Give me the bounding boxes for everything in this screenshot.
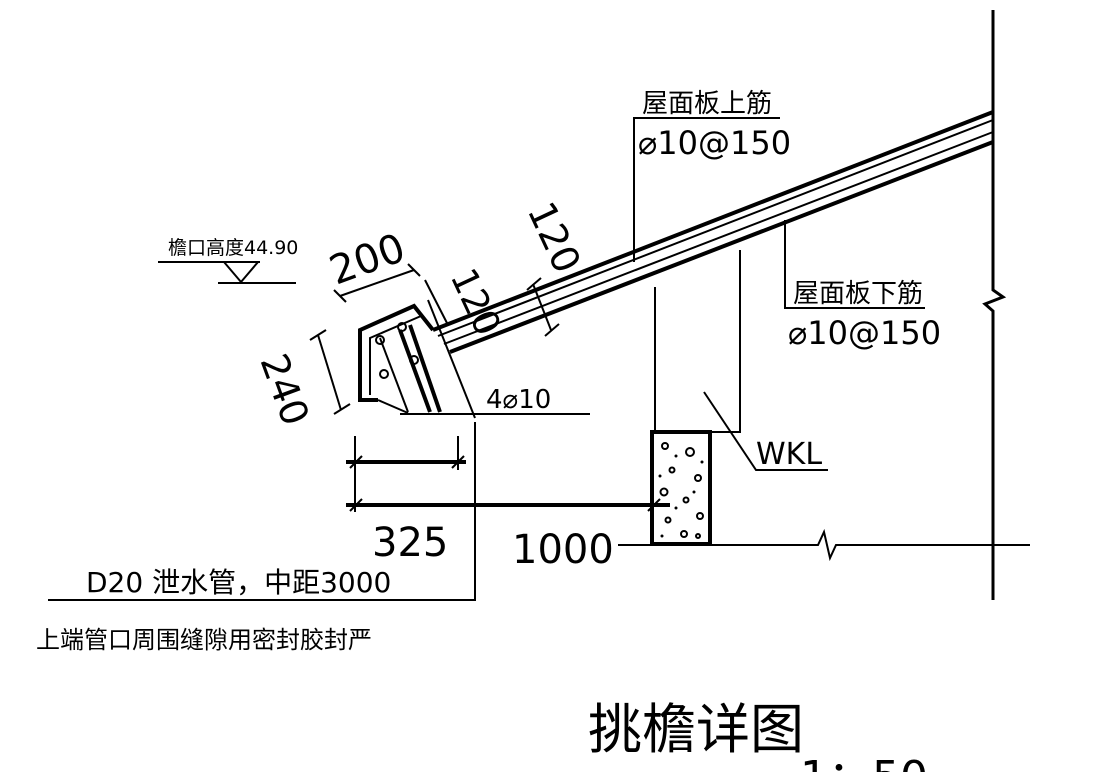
wall-line [982, 10, 1007, 600]
dim-200-text: 200 [324, 225, 411, 294]
dim-325-text: 325 [372, 520, 448, 566]
dim-120-slab-line [526, 277, 560, 337]
sealant-note: 上端管口周围缝隙用密封胶封严 [36, 626, 372, 654]
rebar-4phi10-label: 4⌀10 [486, 385, 551, 415]
eave-rebar [375, 299, 476, 419]
drain-pipe-leader [48, 422, 476, 601]
drawing-title: 挑檐详图 [588, 698, 804, 761]
dim-1000-text: 1000 [512, 527, 614, 573]
floor-line [618, 528, 1030, 562]
eave-height-label: 檐口高度44.90 [168, 237, 298, 259]
dim-240-text: 240 [252, 348, 318, 431]
bottom-rebar-leader [784, 220, 925, 309]
dim-120-slab-text: 120 [519, 195, 590, 279]
beam-label: WKL [756, 437, 822, 472]
dim-240-line [309, 329, 351, 415]
dim-1000-line [346, 498, 670, 512]
beam-outline [654, 250, 741, 433]
elevation-marker [158, 261, 296, 284]
top-rebar-leader [633, 117, 780, 262]
top-rebar-title: 屋面板上筋 [642, 89, 772, 119]
dim-120-edge-line [424, 279, 449, 326]
dim-200-line [333, 263, 421, 303]
bottom-rebar-title: 屋面板下筋 [793, 279, 923, 309]
top-rebar-spec: ⌀10@150 [638, 124, 791, 162]
bottom-rebar-spec: ⌀10@150 [788, 314, 941, 352]
drain-pipe-note: D20 泄水管，中距3000 [86, 566, 391, 599]
dim-325-line [346, 436, 466, 512]
wkl-leader [703, 391, 828, 471]
concrete-column [650, 430, 712, 546]
drawing-scale: 1：50 [800, 752, 928, 772]
roof-slab [432, 110, 994, 354]
